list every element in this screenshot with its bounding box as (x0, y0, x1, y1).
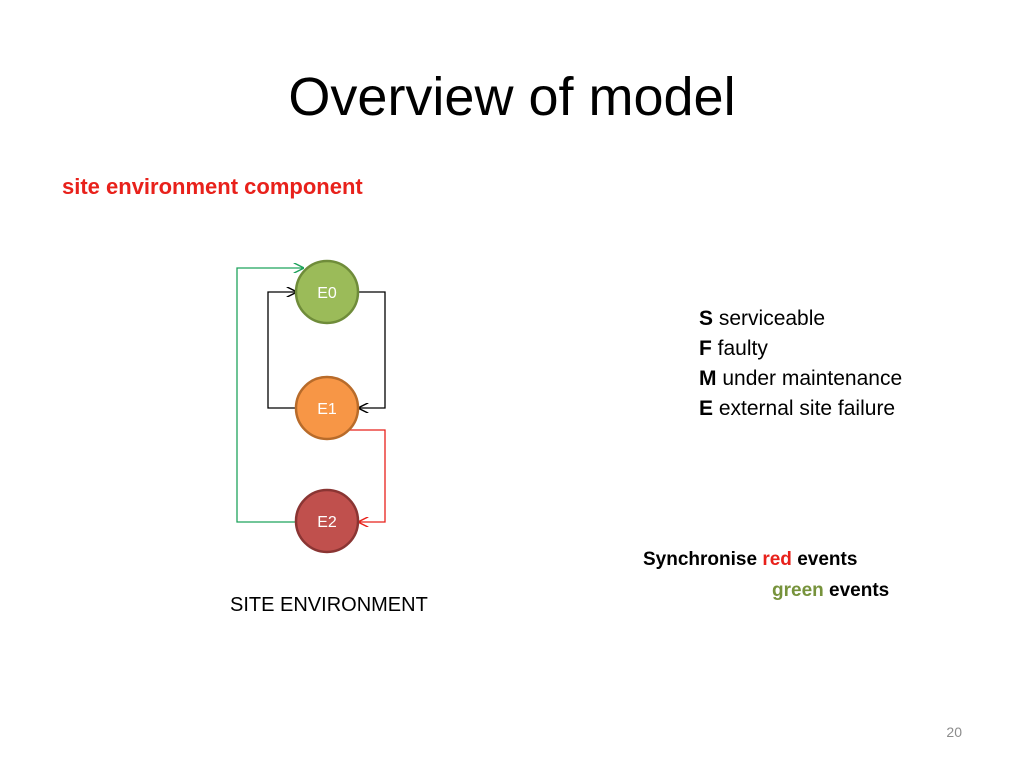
node-e2: E2 (294, 488, 360, 554)
legend-item: S serviceable (699, 304, 902, 334)
edge-e1-to-e2 (327, 429, 386, 522)
legend-item: M under maintenance (699, 364, 902, 394)
edge-e0-to-e1 (357, 291, 386, 408)
legend-key: E (699, 397, 714, 420)
slide-title: Overview of model (288, 67, 736, 127)
sync-line-green: green events (643, 575, 889, 606)
sync-green-word: green (772, 580, 824, 601)
sync-note: Synchronise red events green events (643, 544, 889, 606)
node-e1: E1 (294, 375, 360, 441)
legend-item: E external site failure (699, 394, 902, 424)
edge-e2-to-e0 (236, 268, 303, 523)
node-e2-label: E2 (317, 514, 337, 531)
sync-prefix: Synchronise (643, 549, 758, 570)
node-e1-label: E1 (317, 401, 337, 418)
legend-text: faulty (717, 337, 768, 360)
sync-events-word: events (797, 549, 858, 570)
node-e0: E0 (294, 259, 360, 325)
diagram-caption: SITE ENVIRONMENT (230, 594, 428, 616)
legend-key: S (699, 307, 714, 330)
legend-text: serviceable (718, 307, 826, 330)
legend-item: F faulty (699, 334, 902, 364)
legend-text: external site failure (718, 397, 896, 420)
state-legend: S serviceable F faulty M under maintenan… (699, 304, 902, 424)
sync-red-word: red (762, 549, 792, 570)
edge-e1-to-e0 (267, 292, 297, 409)
page-number: 20 (946, 724, 962, 740)
sync-line-red: Synchronise red events (643, 544, 889, 575)
legend-key: M (699, 367, 717, 390)
slide-subtitle: site environment component (62, 174, 363, 199)
node-e0-label: E0 (317, 285, 337, 302)
legend-key: F (699, 337, 712, 360)
sync-events-word: events (829, 580, 890, 601)
legend-text: under maintenance (722, 367, 903, 390)
